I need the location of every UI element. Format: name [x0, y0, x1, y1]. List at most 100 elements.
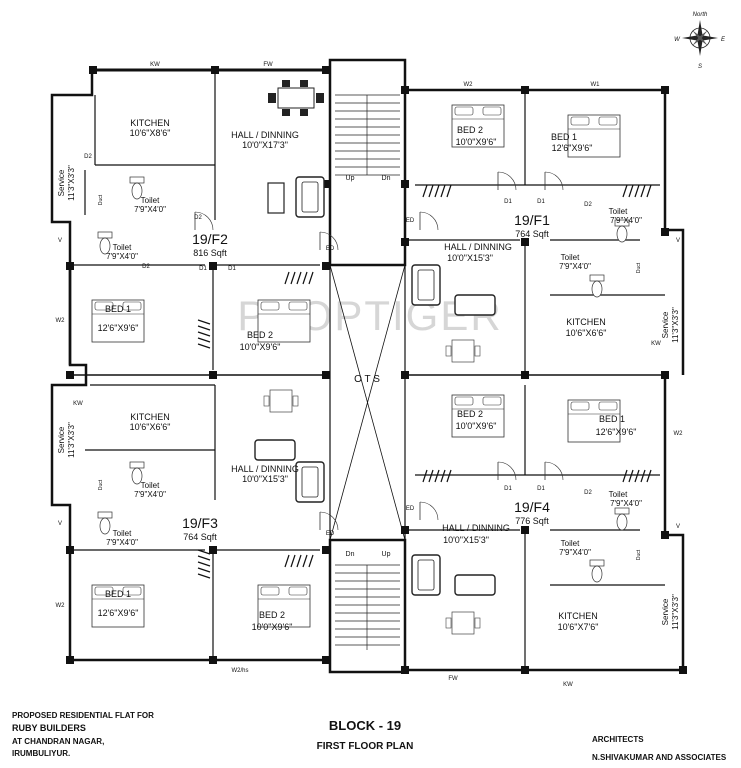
- staircase-bottom: [335, 564, 400, 650]
- f4-service-size: 11'3"X3'3": [671, 594, 680, 630]
- compass-south: S: [698, 64, 702, 70]
- f2-hall-size: 10'0"X17'3": [242, 140, 288, 150]
- unit-f3-area: 764 Sqft: [183, 532, 217, 542]
- tag-d2-e: D2: [584, 490, 592, 496]
- tag-v-d: V: [676, 524, 680, 530]
- tag-d1-b: D1: [228, 266, 236, 272]
- f1-bed1-size: 12'6"X9'6": [552, 143, 593, 153]
- tag-duct-c: Duct: [636, 262, 642, 273]
- f3-hall: HALL / DINNING: [231, 464, 299, 474]
- f1-bed1: BED 1: [551, 132, 577, 142]
- tag-d2-b: D2: [194, 215, 202, 221]
- f3-toilet: Toilet: [141, 481, 160, 490]
- block-title: BLOCK - 19: [328, 718, 402, 733]
- f1-hall: HALL / DINNING: [444, 242, 512, 252]
- f2-kitchen: KITCHEN: [130, 118, 170, 128]
- unit-f2-name: 19/F2: [192, 231, 228, 247]
- compass: North S E W: [674, 12, 726, 70]
- tag-w2: W2: [464, 82, 474, 88]
- f2-kitchen-size: 10'6"X8'6": [130, 128, 171, 138]
- tag-v-b: V: [58, 521, 62, 527]
- tag-kw-left: KW: [73, 401, 83, 407]
- tag-fw-bottom: FW: [448, 676, 458, 682]
- f1-kitchen-size: 10'6"X6'6": [566, 328, 607, 338]
- f3-toilet2-size: 7'9"X4'0": [106, 538, 138, 547]
- f2-service: Service: [57, 169, 66, 196]
- unit-labels: 19/F2 816 Sqft 19/F3 764 Sqft 19/F1 764 …: [182, 212, 550, 542]
- location-line: AT CHANDRAN NAGAR,: [12, 737, 105, 746]
- f4-service: Service: [661, 598, 670, 625]
- f4-bed1-size: 12'6"X9'6": [596, 427, 637, 437]
- client-name: RUBY BUILDERS: [12, 723, 86, 733]
- compass-north: North: [693, 12, 708, 18]
- tag-duct-a: Duct: [98, 194, 104, 205]
- f4-toilet2-size: 7'9"X4'0": [559, 548, 591, 557]
- tag-duct-d: Duct: [636, 549, 642, 560]
- tag-d1-d: D1: [537, 199, 545, 205]
- title-block-left: PROPOSED RESIDENTIAL FLAT FOR RUBY BUILD…: [12, 710, 154, 760]
- compass-east: E: [721, 37, 726, 43]
- f1-hall-size: 10'0"X15'3": [447, 253, 493, 263]
- tag-w1: W1: [591, 82, 601, 88]
- room-labels: KITCHEN 10'6"X8'6" HALL / DINNING 10'0"X…: [57, 118, 680, 632]
- unit-f3-name: 19/F3: [182, 515, 218, 531]
- f4-bed2: BED 2: [457, 409, 483, 419]
- tag-w2-left2: W2: [56, 603, 66, 609]
- tag-fw: FW: [263, 62, 273, 68]
- location-line-2: IRUMBULIYUR.: [12, 749, 71, 758]
- unit-f4-name: 19/F4: [514, 499, 550, 515]
- f3-toilet2: Toilet: [113, 529, 132, 538]
- f1-service-size: 11'3"X3'3": [671, 307, 680, 343]
- stair-dn-label-bottom: Dn: [346, 551, 355, 558]
- tag-ed-b: ED: [406, 218, 415, 224]
- f3-toilet-size: 7'9"X4'0": [134, 490, 166, 499]
- tag-w2-left: W2: [56, 318, 66, 324]
- f4-kitchen: KITCHEN: [558, 611, 598, 621]
- f4-toilet-size: 7'9"X4'0": [610, 499, 642, 508]
- tag-ed-a: ED: [326, 246, 335, 252]
- f2-toilet2: Toilet: [113, 243, 132, 252]
- f2-toilet: Toilet: [141, 196, 160, 205]
- staircase-top: [335, 94, 400, 176]
- columns: [66, 66, 687, 674]
- tag-w2hs: W2/hs: [231, 668, 248, 674]
- f2-service-size: 11'3"X3'3": [67, 165, 76, 201]
- f1-kitchen: KITCHEN: [566, 317, 606, 327]
- f1-toilet: Toilet: [609, 207, 628, 216]
- f2-toilet-size: 7'9"X4'0": [134, 205, 166, 214]
- f4-toilet2: Toilet: [561, 539, 580, 548]
- tag-ed-c: ED: [326, 531, 335, 537]
- tag-d1-a: D1: [199, 266, 207, 272]
- compass-west: W: [674, 37, 681, 43]
- stair-dn-label: Dn: [382, 175, 391, 182]
- f3-bed1: BED 1: [105, 589, 131, 599]
- title-block-center: BLOCK - 19 FIRST FLOOR PLAN: [300, 718, 430, 752]
- tag-v-a: V: [58, 238, 62, 244]
- tag-v-c: V: [676, 238, 680, 244]
- f4-toilet: Toilet: [609, 490, 628, 499]
- tag-kw-bottom: KW: [563, 682, 573, 688]
- f1-toilet-size: 7'9"X4'0": [610, 216, 642, 225]
- f1-service: Service: [661, 311, 670, 338]
- f1-bed2: BED 2: [457, 125, 483, 135]
- unit-f1-name: 19/F1: [514, 212, 550, 228]
- tag-w2-right: W2: [674, 431, 684, 437]
- tag-kw-right: KW: [651, 341, 661, 347]
- f3-service: Service: [57, 426, 66, 453]
- f4-bed2-size: 10'0"X9'6": [456, 421, 497, 431]
- title-block-right: ARCHITECTS N.SHIVAKUMAR AND ASSOCIATES: [592, 734, 726, 764]
- f4-hall-size: 10'0"X15'3": [443, 535, 489, 545]
- tag-d1-c: D1: [504, 199, 512, 205]
- f3-bed1-size: 12'6"X9'6": [98, 608, 139, 618]
- project-line: PROPOSED RESIDENTIAL FLAT FOR: [12, 711, 154, 720]
- f1-bed2-size: 10'0"X9'6": [456, 137, 497, 147]
- f2-bed2: BED 2: [247, 330, 273, 340]
- tag-duct-b: Duct: [98, 479, 104, 490]
- tag-kw: KW: [150, 62, 160, 68]
- f4-kitchen-size: 10'6"X7'6": [558, 622, 599, 632]
- stair-up-label: Up: [346, 175, 355, 182]
- tags: KW FW W2 W1 W2 W2 W2 W2/hs FW KW KW KW D…: [56, 62, 684, 688]
- f3-hall-size: 10'0"X15'3": [242, 474, 288, 484]
- f1-toilet2: Toilet: [561, 253, 580, 262]
- tag-d2-a: D2: [84, 154, 92, 160]
